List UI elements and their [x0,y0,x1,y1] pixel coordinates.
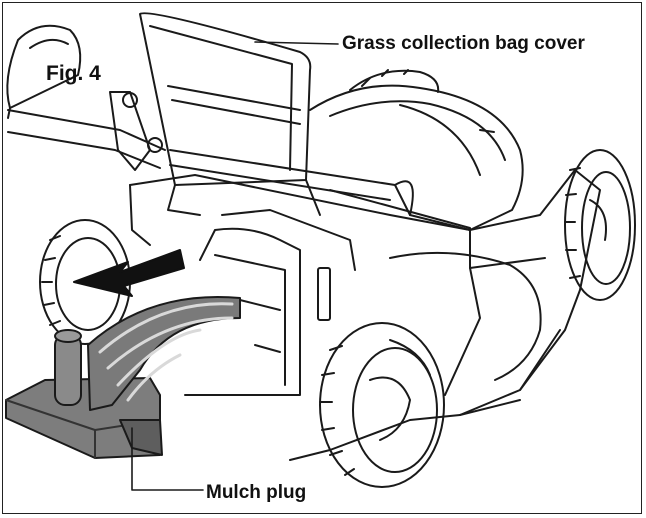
top-rear-wheel [349,69,440,93]
figure-number: Fig. 4 [46,62,101,85]
handle-bar [7,91,166,171]
bag-cover [139,12,321,216]
right-rear-wheel [564,149,636,301]
rear-body [309,84,524,231]
mulch-plug [5,296,241,459]
discharge-opening [184,227,301,396]
bag-cover-callout: Grass collection bag cover [342,33,585,54]
mulch-plug-callout: Mulch plug [206,482,307,503]
mulch-plug-leader [131,427,204,491]
direction-arrow [73,249,185,297]
right-front-wheel [319,322,445,488]
mower-deck [129,169,601,461]
bag-cover-leader [254,41,339,45]
bag-handle [169,149,414,216]
figure-frame [2,2,642,514]
